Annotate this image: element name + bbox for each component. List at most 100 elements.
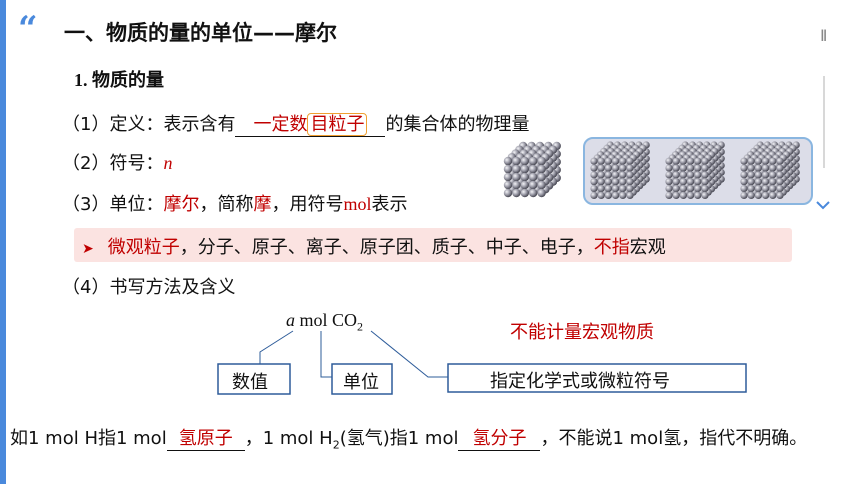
atom-sphere [776,157,784,165]
left-accent-bar [0,0,6,484]
atom-sphere [590,157,598,165]
atom-sphere [747,178,755,186]
atom-sphere [512,180,521,190]
atom-sphere [762,184,770,193]
atom-sphere [776,178,784,186]
atom-sphere [740,171,748,179]
atom-sphere [537,180,546,190]
example-blank-2: 氢分子 [458,424,541,451]
atom-sphere [590,178,598,186]
atom-sphere [694,178,702,186]
atom-sphere [520,156,529,166]
atom-sphere [512,172,521,182]
pause-icon[interactable]: II [820,26,828,45]
atom-sphere [503,180,513,190]
atom-sphere [672,184,680,193]
atom-sphere [687,171,695,179]
atom-sphere [529,156,538,166]
atom-sphere [612,178,620,186]
definition-label: （1）定义：表示含有 [62,114,236,135]
atom-sphere [537,164,546,174]
atom-sphere [665,157,673,165]
atom-sphere [512,164,521,174]
atom-sphere [747,157,755,165]
atom-sphere [694,191,702,199]
atom-sphere [590,171,598,179]
atom-sphere [503,164,513,174]
atom-sphere [520,172,529,182]
atom-sphere [665,191,673,199]
atom-sphere [503,172,513,182]
atom-sphere [672,164,680,172]
scrollbar[interactable] [823,76,825,168]
atom-sphere [679,157,687,165]
atom-sphere [701,191,709,199]
definition-line: （1）定义：表示含有一定数目粒子的集合体的物理量 [62,110,529,137]
atom-sphere [604,178,612,186]
atom-sphere [747,171,755,179]
atom-sphere [740,184,748,193]
definition-blank: 一定数目粒子 [235,110,386,137]
atom-sphere [694,164,702,172]
atom-sphere [679,178,687,186]
atom-sphere [597,157,605,165]
atom-sphere [701,164,709,172]
atom-sphere [612,157,620,165]
atom-sphere [679,191,687,199]
atom-sphere [604,191,612,199]
atom-sphere [762,191,770,199]
atom-sphere [537,156,546,166]
atom-sphere [672,191,680,199]
arrow-bullet-icon: ➤ [82,241,94,257]
example-blank-1: 氢原子 [166,424,245,451]
atom-sphere [503,188,513,198]
atom-sphere [597,184,605,193]
atom-sphere [754,191,762,199]
atom-sphere [672,157,680,165]
atom-sphere [754,157,762,165]
atom-sphere [626,191,634,199]
atom-sphere [754,164,762,172]
atom-sphere [590,191,598,199]
atom-sphere [769,171,777,179]
atom-cube-image [503,140,569,204]
unit-short: 摩 [253,194,272,215]
atom-sphere [619,184,627,193]
atom-sphere [619,191,627,199]
atom-sphere [679,171,687,179]
atom-sphere [503,156,513,166]
writing-label: （4）书写方法及含义 [62,277,236,298]
atom-sphere [747,184,755,193]
atom-sphere [687,164,695,172]
atom-sphere [520,164,529,174]
atom-sphere [597,191,605,199]
unit-name: 摩尔 [163,194,200,215]
page-title: 一、物质的量的单位——摩尔 [64,21,337,45]
atom-sphere [672,178,680,186]
atom-sphere [769,157,777,165]
atom-sphere [769,178,777,186]
atom-sphere [769,184,777,193]
atom-sphere [665,164,673,172]
atom-sphere [747,191,755,199]
atom-sphere [687,157,695,165]
atom-sphere [597,164,605,172]
atom-sphere [762,164,770,172]
atom-sphere [604,164,612,172]
atom-sphere [665,178,673,186]
atom-sphere [740,164,748,172]
definition-suffix: 的集合体的物理量 [385,114,530,135]
atom-sphere [604,171,612,179]
atom-cubes-box [583,137,813,205]
note-highlight [74,228,792,262]
atom-sphere [701,157,709,165]
atom-sphere [619,157,627,165]
chevron-down-icon[interactable] [815,196,831,215]
atom-sphere [529,164,538,174]
atom-sphere [529,172,538,182]
atom-sphere [701,178,709,186]
atom-sphere [529,180,538,190]
atom-sphere [754,184,762,193]
atom-sphere [776,171,784,179]
